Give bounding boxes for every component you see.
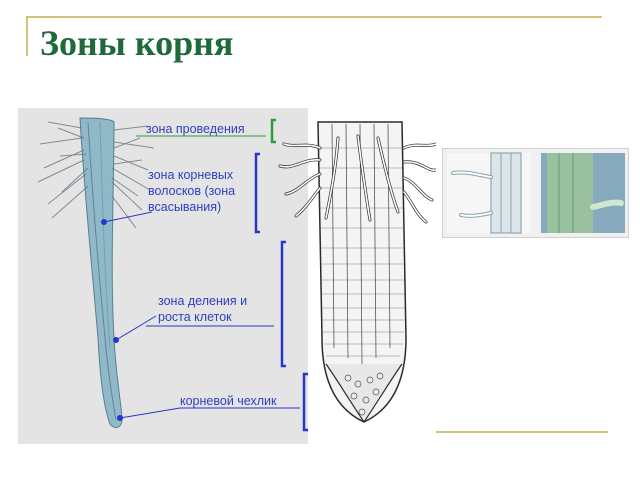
label-division-line2: роста клеток <box>158 310 232 324</box>
micrograph-left <box>447 152 531 234</box>
slide-frame-bottom <box>430 431 608 433</box>
label-root-hairs-line1: зона корневых <box>148 168 234 182</box>
label-root-cap: корневой чехлик <box>180 394 277 408</box>
pointer-lines <box>103 211 181 419</box>
root-diagram <box>37 108 436 444</box>
label-division-line1: зона деления и <box>158 294 248 308</box>
root-tip-drawing <box>278 108 436 444</box>
micrograph-right <box>541 153 625 233</box>
root-photo <box>37 117 155 428</box>
label-root-hairs-line3: всасывания) <box>148 200 222 214</box>
root-diagram-panel: зона проведения зона корневых волосков (… <box>18 108 436 444</box>
bracket-root-hairs <box>254 152 260 234</box>
bracket-conduction <box>270 118 276 144</box>
micrograph-images <box>447 152 625 234</box>
slide-title: Зоны корня <box>40 23 234 63</box>
bracket-cap <box>302 372 308 432</box>
slide-frame-left <box>26 16 28 56</box>
slide-frame-top <box>26 16 602 18</box>
root-hair-micrographs <box>442 148 629 238</box>
label-conduction-zone: зона проведения <box>146 122 245 136</box>
label-root-hairs-line2: волосков (зона <box>148 184 236 198</box>
bracket-division <box>280 240 286 368</box>
